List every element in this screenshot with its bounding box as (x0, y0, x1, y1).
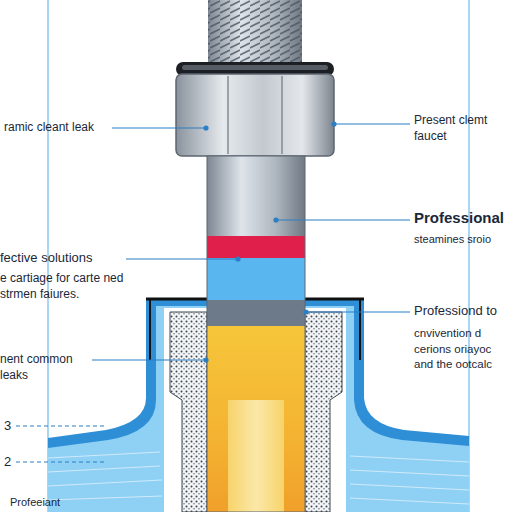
callout-label: cnvivention d cerions oriayoc and the oo… (414, 326, 512, 373)
thread-lines (208, 0, 302, 68)
blue-band (207, 258, 305, 300)
core-highlight (228, 400, 284, 512)
threaded-rod (208, 0, 302, 68)
stem-outline (207, 156, 305, 512)
red-band (207, 236, 305, 258)
callout-label: Profeeiant (10, 495, 100, 510)
housing-cavity (164, 308, 346, 512)
callout-label: Present clemt faucet (414, 112, 512, 144)
stem (207, 156, 305, 236)
cartridge-core (207, 326, 305, 512)
water-band (48, 306, 469, 512)
hex-nut (176, 74, 334, 156)
callout-label: e cartiage for carte ned strmen faiures. (0, 270, 132, 302)
callout-label: steamines sroio (414, 232, 512, 247)
housing-edge (359, 300, 361, 360)
callout-label: 3 (4, 417, 18, 435)
callout-label: Professional (414, 208, 512, 228)
grey-band (207, 300, 305, 326)
callout-label: fective solutions (0, 249, 130, 267)
washer-highlight (182, 65, 328, 70)
seal-stipple (305, 312, 342, 512)
nut-facet (227, 76, 228, 154)
callout-label: ramic cleant leak (4, 119, 112, 135)
callout-label: Professiond to (414, 302, 512, 320)
seal-stipple (170, 312, 207, 512)
frame-line (468, 0, 470, 512)
callout-label: nent common leaks (0, 351, 100, 383)
callout-label: 2 (4, 453, 18, 471)
housing-edge (149, 300, 151, 360)
nut-facet (281, 76, 282, 154)
housing-body (48, 298, 469, 512)
